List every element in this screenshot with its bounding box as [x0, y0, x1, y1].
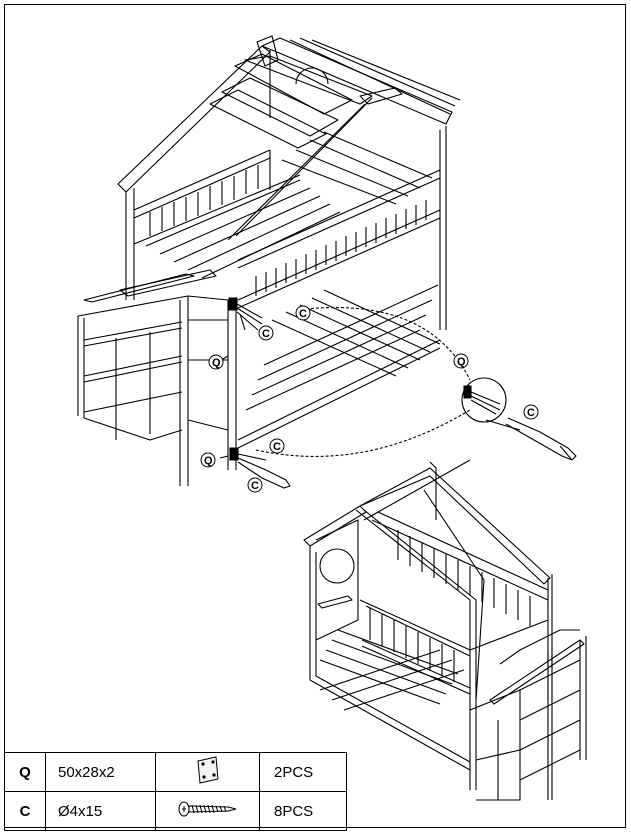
callout-text: Q: [212, 357, 221, 369]
part-qty: 2PCS: [259, 752, 347, 792]
callout-text: C: [262, 328, 270, 340]
callout-c-1: C: [295, 305, 311, 321]
callout-c-5: C: [247, 477, 263, 493]
screw-icon: [155, 791, 260, 831]
part-size: 50x28x2: [45, 752, 156, 792]
part-size: Ø4x15: [45, 791, 156, 831]
callout-c-2: C: [258, 325, 274, 341]
parts-row: C Ø4x15 8PCS: [4, 791, 347, 831]
callout-text: Q: [457, 356, 466, 368]
callout-text: C: [251, 480, 259, 492]
callout-text: C: [527, 407, 535, 419]
callout-q-2: Q: [453, 353, 469, 369]
hardware-callouts: [217, 297, 577, 489]
callout-q-3: Q: [200, 452, 216, 468]
callout-c-4: C: [269, 438, 285, 454]
callout-text: C: [273, 441, 281, 453]
callout-q-1: Q: [208, 354, 224, 370]
plate-icon: [155, 752, 260, 792]
callout-c-3: C: [523, 404, 539, 420]
bunk-bed-drawing: [77, 35, 461, 486]
parts-table: Q 50x28x2 2PCS C Ø4x15 8PCS: [4, 752, 347, 831]
parts-row: Q 50x28x2 2PCS: [4, 752, 347, 792]
callout-text: Q: [204, 455, 213, 467]
callout-text: C: [299, 308, 307, 320]
part-code: Q: [4, 752, 46, 792]
part-code: C: [4, 791, 46, 831]
part-qty: 8PCS: [259, 791, 347, 831]
callout-labels: C C Q Q C C Q C: [200, 305, 539, 493]
assembled-bed-drawing: [303, 459, 587, 801]
